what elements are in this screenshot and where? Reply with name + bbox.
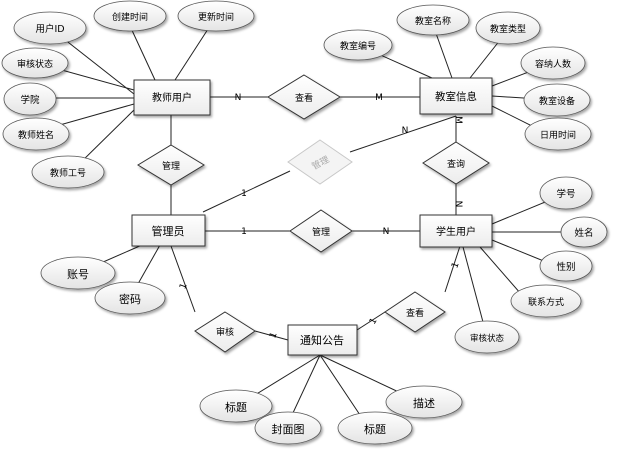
card-view-notice: 1 — [368, 317, 380, 327]
attribute-ovals — [1, 0, 608, 445]
entity-labels: 教师用户 教室信息 管理员 学生用户 通知公告 — [152, 90, 478, 347]
card-query-classroom: M — [453, 116, 463, 124]
relation-diamonds — [137, 74, 490, 353]
entity-boxes — [131, 77, 493, 356]
entity-student-user: 学生用户 — [436, 225, 476, 238]
card-mgmt-admin: 1 — [241, 189, 247, 199]
attr-classroom-number: 教室编号 — [340, 40, 376, 52]
attr-notice-cover-image: 封面图 — [272, 422, 305, 436]
admin-attributes: 账号 密码 — [67, 268, 141, 306]
attr-notice-description: 描述 — [413, 396, 435, 410]
relation-student-view-notice: 查看 — [406, 307, 424, 319]
card-review-notice: 1 — [268, 331, 279, 340]
attr-classroom-capacity: 容纳人数 — [535, 58, 571, 70]
attr-teacher-user-id: 用户ID — [35, 23, 64, 35]
attr-student-contact: 联系方式 — [528, 296, 564, 308]
attr-teacher-review-status: 审核状态 — [17, 58, 53, 70]
classroom-attributes: 教室名称 教室类型 教室编号 容纳人数 教室设备 日用时间 — [340, 15, 576, 141]
attr-teacher-number: 教师工号 — [50, 167, 86, 179]
attr-classroom-type: 教室类型 — [490, 23, 526, 35]
entity-notice: 通知公告 — [300, 333, 344, 347]
attr-notice-title-2: 标题 — [364, 422, 386, 436]
relation-diamond-faded — [287, 139, 353, 185]
entity-classroom-info: 教室信息 — [435, 90, 477, 103]
relation-admin-manage-student: 管理 — [312, 226, 330, 238]
attr-classroom-name: 教室名称 — [415, 15, 451, 27]
entity-admin: 管理员 — [152, 224, 185, 238]
teacher-attributes: 用户ID 创建时间 更新时间 审核状态 学院 教师姓名 教师工号 — [17, 11, 234, 179]
relation-teacher-view: 查看 — [295, 92, 313, 104]
relation-admin-manage-teacher: 管理 — [162, 160, 180, 172]
relation-labels: 查看 管理 管理 查询 管理 审核 查看 — [162, 92, 465, 338]
card-admin-student-student: N — [383, 227, 390, 237]
attr-student-name: 姓名 — [574, 227, 593, 239]
attr-admin-password: 密码 — [119, 292, 141, 306]
relation-classroom-query: 查询 — [447, 158, 465, 170]
cardinality-labels: N M N 1 M N 1 N 1 1 1 1 — [178, 93, 463, 340]
card-review-admin: 1 — [178, 282, 189, 291]
card-teacher-view-teacher: N — [235, 93, 242, 103]
card-view-student: 1 — [450, 261, 461, 270]
attr-teacher-name: 教师姓名 — [18, 129, 54, 141]
attr-notice-title: 标题 — [225, 400, 247, 414]
card-mgmt-classroom: N — [402, 126, 409, 136]
relation-admin-review-notice: 审核 — [216, 326, 234, 338]
card-teacher-view-classroom: M — [375, 93, 383, 103]
attr-teacher-updated-time: 更新时间 — [198, 11, 234, 23]
attr-classroom-usage-time: 日用时间 — [540, 129, 576, 141]
attr-student-review-status: 审核状态 — [470, 333, 505, 344]
card-query-student: N — [453, 201, 463, 208]
notice-attributes: 标题 描述 封面图 标题 — [225, 396, 435, 436]
attr-classroom-equipment: 教室设备 — [539, 95, 575, 107]
entity-teacher-user: 教师用户 — [152, 91, 192, 104]
student-attributes: 学号 姓名 性别 联系方式 审核状态 — [470, 188, 594, 344]
attr-teacher-created-time: 创建时间 — [112, 11, 148, 23]
attr-student-gender: 性别 — [556, 261, 575, 273]
attr-student-id: 学号 — [556, 188, 575, 200]
attr-admin-account: 账号 — [67, 268, 89, 281]
attr-teacher-college: 学院 — [20, 94, 40, 106]
card-admin-student-admin: 1 — [241, 227, 247, 237]
